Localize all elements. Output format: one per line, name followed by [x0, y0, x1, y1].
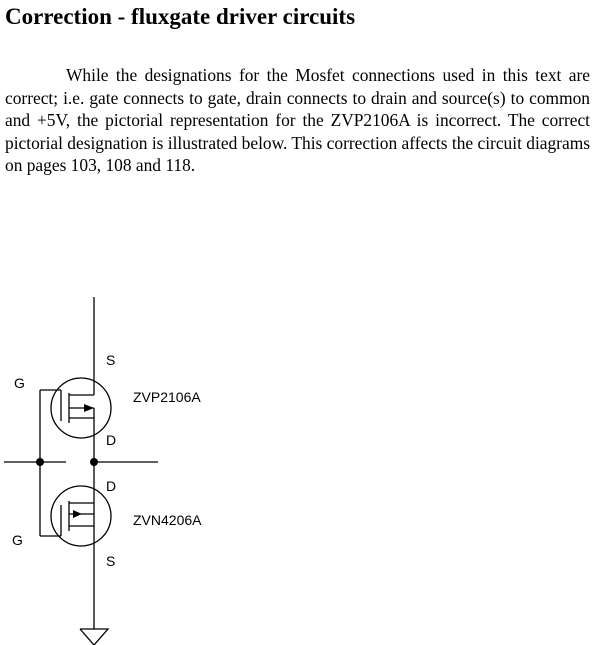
bottom-gate-label: G — [12, 532, 23, 548]
ground-icon — [79, 628, 110, 645]
correction-paragraph: While the designations for the Mosfet co… — [5, 65, 590, 175]
top-drain-label: D — [106, 432, 116, 448]
top-source-label: S — [106, 352, 115, 368]
bottom-part-label: ZVN4206A — [133, 512, 202, 528]
gate-junction-dot — [36, 458, 44, 466]
drain-junction-dot — [90, 458, 98, 466]
top-gate-label: G — [14, 375, 25, 391]
bottom-drain-label: D — [106, 478, 116, 494]
top-part-label: ZVP2106A — [133, 389, 201, 405]
bottom-channel-arrow — [73, 510, 82, 518]
page-title: Correction - fluxgate driver circuits — [5, 4, 356, 29]
top-transistor-body — [50, 377, 112, 439]
top-channel-arrow — [84, 404, 94, 412]
mosfet-schematic: S G ZVP2106A D D ZVN4206A G S — [4, 297, 202, 645]
bottom-transistor-body — [50, 485, 112, 547]
bottom-source-label: S — [106, 553, 115, 569]
